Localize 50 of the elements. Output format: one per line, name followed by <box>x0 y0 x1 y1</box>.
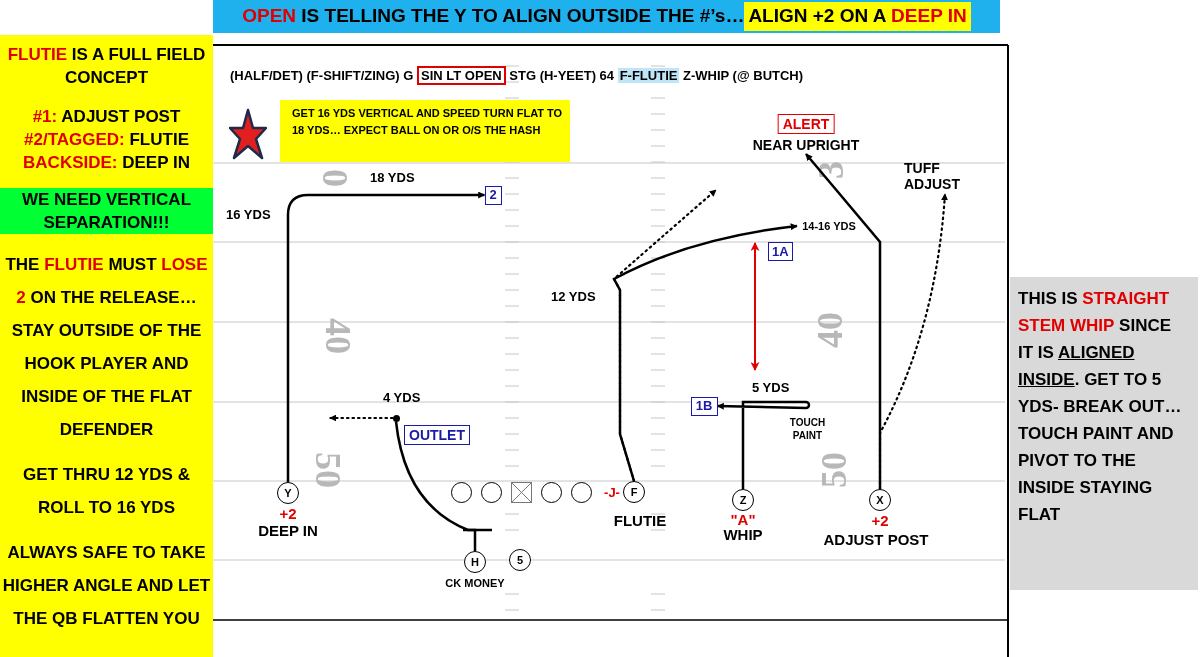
route-tag: 1A <box>768 242 793 261</box>
sidebar-text: FLUTIE IS A FULL FIELD CONCEPT <box>6 44 207 89</box>
play-call-text: (HALF/DET) (F-SHIFT/ZING) G SIN LT OPEN STG (H-YEET) 64 F-FLUTIE Z-WHIP (@ BUTCH) <box>230 66 804 86</box>
route-note: TOUCH PAINT <box>788 416 827 442</box>
yard-number: 3 <box>813 161 849 179</box>
player-label: FLUTIE <box>613 512 667 530</box>
center-square <box>510 481 532 503</box>
coaching-note: GET 16 YDS VERTICAL AND SPEED TURN FLAT TO 18 YDS… EXPECT BALL ON OR O/S THE HASH <box>280 100 570 162</box>
route-note: 14-16 YDS <box>797 218 861 234</box>
yard-number: 0 <box>317 169 353 187</box>
distance-label: 4 YDS <box>383 389 421 407</box>
yard-number: 50 <box>310 452 346 488</box>
sidebar-text: BACKSIDE: DEEP IN <box>23 152 190 174</box>
player-label: +2 <box>871 512 889 530</box>
banner-text: OPEN IS TELLING THE Y TO ALIGN OUTSIDE THE #’s… <box>242 4 745 29</box>
option-route-arrow <box>328 414 394 422</box>
player-label: +2 <box>279 505 297 523</box>
route-arrow <box>805 153 882 489</box>
distance-label: 18 YDS <box>370 169 415 187</box>
route-arrow <box>286 191 486 482</box>
distance-label: 5 YDS <box>752 379 790 397</box>
option-route-arrow <box>878 192 948 491</box>
player-label: "A" <box>730 511 756 529</box>
sidebar-text: ALWAYS SAFE TO TAKE HIGHER ANGLE AND LET THE QB FLATTEN YOU <box>1 542 212 630</box>
player-label: CK MONEY <box>445 576 505 591</box>
player-label: ADJUST POST <box>823 531 929 549</box>
distance-label: 12 YDS <box>551 288 596 306</box>
sidebar-text: #1: ADJUST POST <box>32 106 181 128</box>
sidebar-text: #2/TAGGED: FLUTIE <box>24 129 189 151</box>
option-route-arrow <box>612 188 718 483</box>
highlight-text: WE NEED VERTICAL SEPARATION!!! <box>0 188 213 234</box>
route-tag: 1B <box>690 396 718 416</box>
route-note: TUFF ADJUST <box>904 160 986 194</box>
player-label: -J- <box>604 484 620 502</box>
route-tag: 2 <box>484 185 502 205</box>
distance-label: 16 YDS <box>226 206 271 224</box>
player-label: DEEP IN <box>258 522 318 540</box>
player-label: ALERT <box>777 114 835 134</box>
player-label: WHIP <box>723 526 763 544</box>
sidebar-text: GET THRU 12 YDS & ROLL TO 16 YDS <box>22 464 191 519</box>
yard-number: 40 <box>320 318 356 354</box>
yard-number: 50 <box>816 452 852 488</box>
route-tag: OUTLET <box>404 425 470 445</box>
route-arrow <box>716 400 811 489</box>
sidebar-text: THE FLUTIE MUST LOSE 2 ON THE RELEASE…STAY OUTSIDE OF THE HOOK PLAYER AND INSIDE OF THE FLAT DEFENDER <box>4 254 209 441</box>
route-note: NEAR UPRIGHT <box>746 136 866 154</box>
banner-highlight: ALIGN +2 ON A DEEP IN <box>744 2 971 31</box>
route-arrow <box>612 223 798 482</box>
yard-number: 40 <box>812 312 848 348</box>
note-panel: THIS IS STRAIGHT STEM WHIP SINCE IT IS ALIGNED INSIDE. GET TO 5 YDS- BREAK OUT… TOUCH PAINT AND PIVOT TO THE INSIDE STAYING FLAT <box>1010 277 1198 590</box>
